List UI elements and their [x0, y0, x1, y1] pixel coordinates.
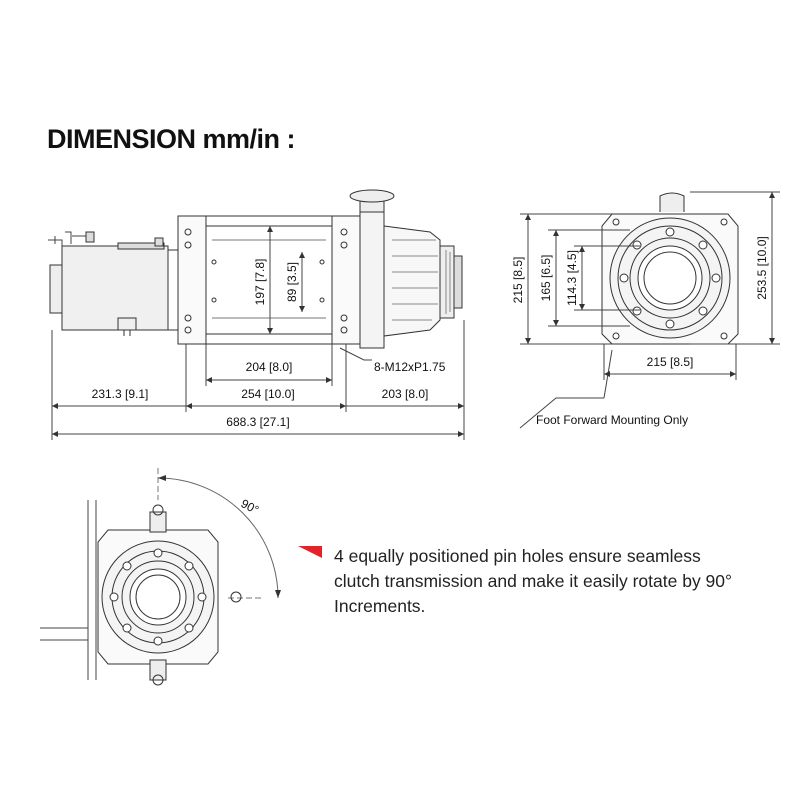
dim-203: 203 [8.0] — [382, 387, 429, 401]
dim-231: 231.3 [9.1] — [92, 387, 149, 401]
angle-label: 90° — [239, 496, 262, 517]
note-line-1: 4 equally positioned pin holes ensure se… — [334, 546, 701, 566]
dim-89: 89 [3.5] — [285, 262, 299, 302]
note-line-3: Increments. — [334, 596, 426, 616]
dim-197: 197 [7.8] — [253, 259, 267, 306]
dim-165: 165 [6.5] — [539, 255, 553, 302]
dim-215-width: 215 [8.5] — [647, 355, 694, 369]
note-line-2: clutch transmission and make it easily r… — [334, 571, 733, 591]
page-title: DIMENSION mm/in : — [47, 124, 296, 154]
rotation-view — [40, 468, 281, 686]
side-view — [48, 189, 465, 440]
bolt-spec: 8-M12xP1.75 — [374, 360, 446, 374]
mounting-note: Foot Forward Mounting Only — [536, 413, 688, 427]
front-view — [519, 191, 780, 429]
dim-215-height: 215 [8.5] — [511, 257, 525, 304]
feature-note: 4 equally positioned pin holes ensure se… — [334, 544, 774, 619]
dim-114: 114.3 [4.5] — [565, 250, 579, 306]
dim-688: 688.3 [27.1] — [226, 415, 289, 429]
dim-204: 204 [8.0] — [246, 360, 293, 374]
dim-253: 253.5 [10.0] — [755, 236, 769, 299]
dim-254: 254 [10.0] — [241, 387, 294, 401]
red-pointer-icon — [298, 546, 322, 558]
